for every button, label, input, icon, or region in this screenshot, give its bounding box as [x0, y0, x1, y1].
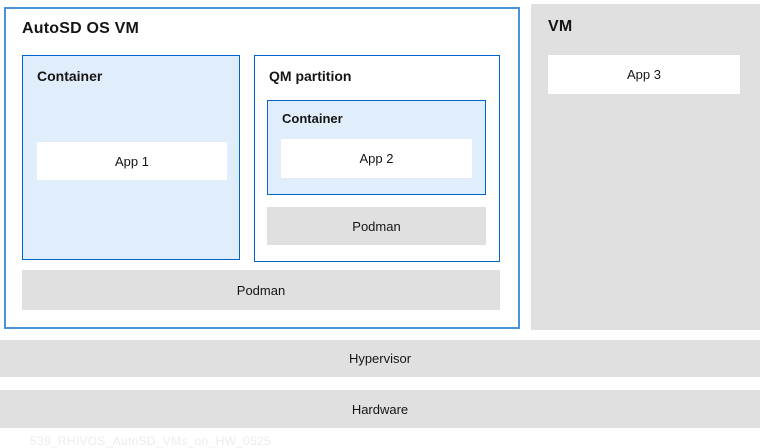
vm-title: VM: [548, 18, 573, 35]
autosd-os-vm-title: AutoSD OS VM: [22, 20, 140, 37]
app1-box: App 1: [37, 142, 227, 180]
hypervisor-bar: Hypervisor: [0, 340, 760, 377]
qm-partition-title: QM partition: [269, 68, 352, 84]
container-box-nested: Container App 2: [267, 100, 486, 195]
qm-partition-box: QM partition Container App 2 Podman: [254, 55, 500, 262]
podman-bar: Podman: [22, 270, 500, 310]
app2-box: App 2: [281, 139, 472, 178]
container-nested-title: Container: [282, 111, 343, 126]
autosd-os-vm-box: AutoSD OS VM Container App 1 QM partitio…: [4, 7, 520, 329]
container-left-title: Container: [37, 68, 103, 84]
hardware-bar: Hardware: [0, 390, 760, 428]
qm-podman-bar: Podman: [267, 207, 486, 245]
vm-box: VM App 3: [531, 4, 760, 330]
container-box-left: Container App 1: [22, 55, 240, 260]
watermark-text: 539_RHIVOS_AutoSD_VMs_on_HW_0525: [30, 434, 272, 448]
app3-box: App 3: [548, 55, 740, 94]
